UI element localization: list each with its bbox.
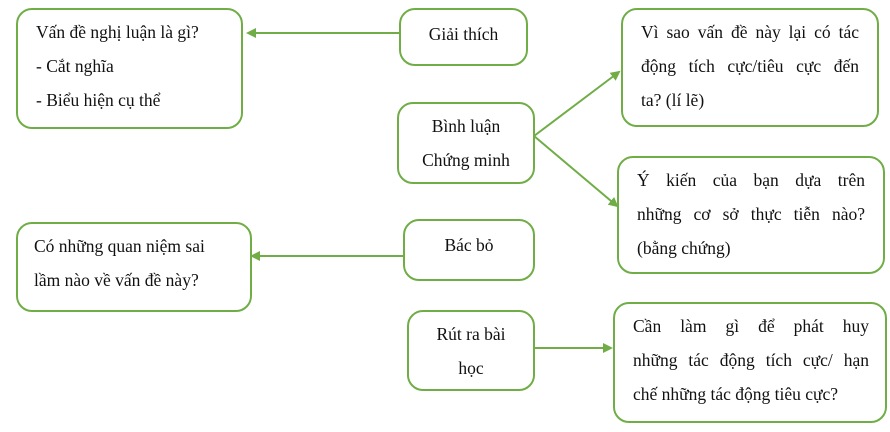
node-lesson: Rút ra bài học	[407, 310, 535, 391]
detail-line: - Cắt nghĩa	[36, 56, 114, 76]
detail-evidence-box: Ý kiến của bạn dựa trên những cơ sở thực…	[617, 156, 885, 274]
detail-line: những cơ sở thực tiễn nào?	[637, 204, 865, 224]
node-comment: Bình luận Chứng minh	[397, 102, 535, 184]
detail-explain-box: Vấn đề nghị luận là gì? - Cắt nghĩa - Bi…	[16, 8, 243, 129]
node-label: Chứng minh	[422, 150, 510, 170]
detail-line: Có những quan niệm sai	[34, 236, 205, 256]
node-label: Rút ra bài	[436, 323, 506, 344]
detail-line: động tích cực/tiêu cực đến	[641, 56, 859, 76]
detail-line: những tác động tích cực/ hạn	[633, 350, 869, 370]
detail-line: Vấn đề nghị luận là gì?	[36, 22, 199, 42]
detail-line: Cần làm gì để phát huy	[633, 316, 869, 336]
node-explain: Giải thích	[399, 8, 528, 66]
detail-line: (bằng chứng)	[637, 238, 731, 258]
node-label: Bình luận	[431, 116, 501, 136]
node-refute: Bác bỏ	[403, 219, 535, 281]
arrow-comment-to-why	[533, 70, 621, 137]
detail-line: Vì sao vấn đề này lại có tác	[641, 22, 859, 42]
node-label: Giải thích	[428, 24, 499, 44]
node-label: Bác bỏ	[444, 235, 494, 255]
detail-why-box: Vì sao vấn đề này lại có tác động tích c…	[621, 8, 879, 127]
detail-line: lầm nào về vấn đề này?	[34, 270, 199, 290]
arrow-comment-to-evidence	[533, 135, 619, 208]
detail-line: - Biểu hiện cụ thể	[36, 90, 161, 110]
detail-action-box: Cần làm gì để phát huy những tác động tí…	[613, 302, 887, 423]
node-label: học	[458, 357, 484, 378]
detail-line: chế những tác động tiêu cực?	[633, 384, 839, 404]
detail-line: Ý kiến của bạn dựa trên	[637, 170, 865, 190]
detail-misconceptions-box: Có những quan niệm sai lầm nào về vấn đề…	[16, 222, 252, 312]
detail-line: ta? (lí lẽ)	[641, 90, 705, 110]
